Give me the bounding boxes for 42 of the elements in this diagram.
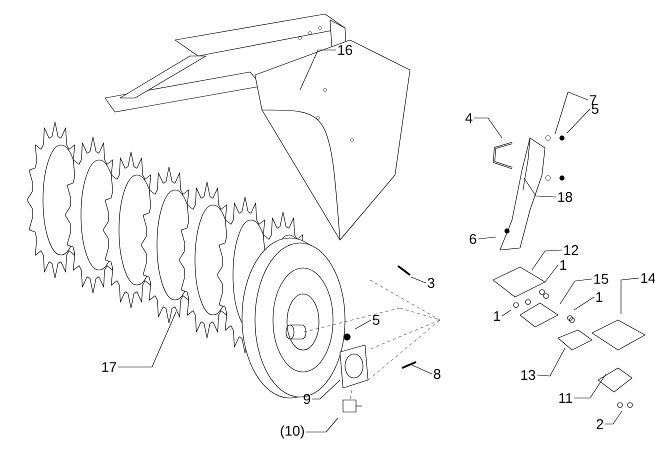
leader-line — [554, 92, 588, 134]
leader-line — [118, 312, 176, 368]
leader-line — [354, 320, 372, 330]
leader-line — [478, 236, 496, 240]
leader-line — [536, 348, 566, 376]
leader-line — [566, 108, 590, 134]
callout-number: 5 — [592, 104, 598, 114]
leader-line — [312, 380, 340, 400]
leader-line — [560, 278, 592, 304]
leader-line — [306, 418, 338, 432]
callout-number: 15 — [594, 274, 608, 284]
callout-number: 16 — [338, 45, 352, 55]
callout-number: 12 — [564, 245, 578, 255]
leader-line — [604, 410, 622, 424]
callout-number: 8 — [434, 369, 440, 379]
callout-number: (10) — [280, 425, 304, 439]
leader-line — [574, 374, 606, 398]
callout-number: 7 — [590, 95, 596, 105]
leader-line — [620, 278, 640, 314]
callout-number: 9 — [304, 394, 310, 404]
callout-number: 2 — [596, 419, 604, 429]
callout-number: 18 — [558, 192, 572, 202]
leader-line — [574, 296, 594, 310]
callout-number: 1 — [596, 292, 602, 302]
callout-number: 5 — [372, 315, 380, 325]
callout-number: 1 — [494, 311, 500, 321]
callout-number: 11 — [559, 393, 572, 403]
leader-line — [544, 264, 558, 282]
leader-line — [410, 276, 426, 284]
callout-number: 3 — [428, 278, 434, 288]
callout-number: 17 — [102, 362, 116, 372]
callout-number: 6 — [470, 234, 476, 244]
leader-line — [300, 50, 336, 90]
callout-number: 13 — [521, 370, 536, 380]
leader-line — [474, 118, 502, 138]
leader-line — [532, 250, 562, 270]
leader-line — [524, 178, 556, 198]
callout-number: 4 — [465, 113, 472, 123]
callout-number: 14 — [641, 273, 655, 283]
leader-line — [502, 310, 512, 316]
leader-line — [412, 364, 432, 374]
callout-number: 1 — [560, 260, 566, 270]
